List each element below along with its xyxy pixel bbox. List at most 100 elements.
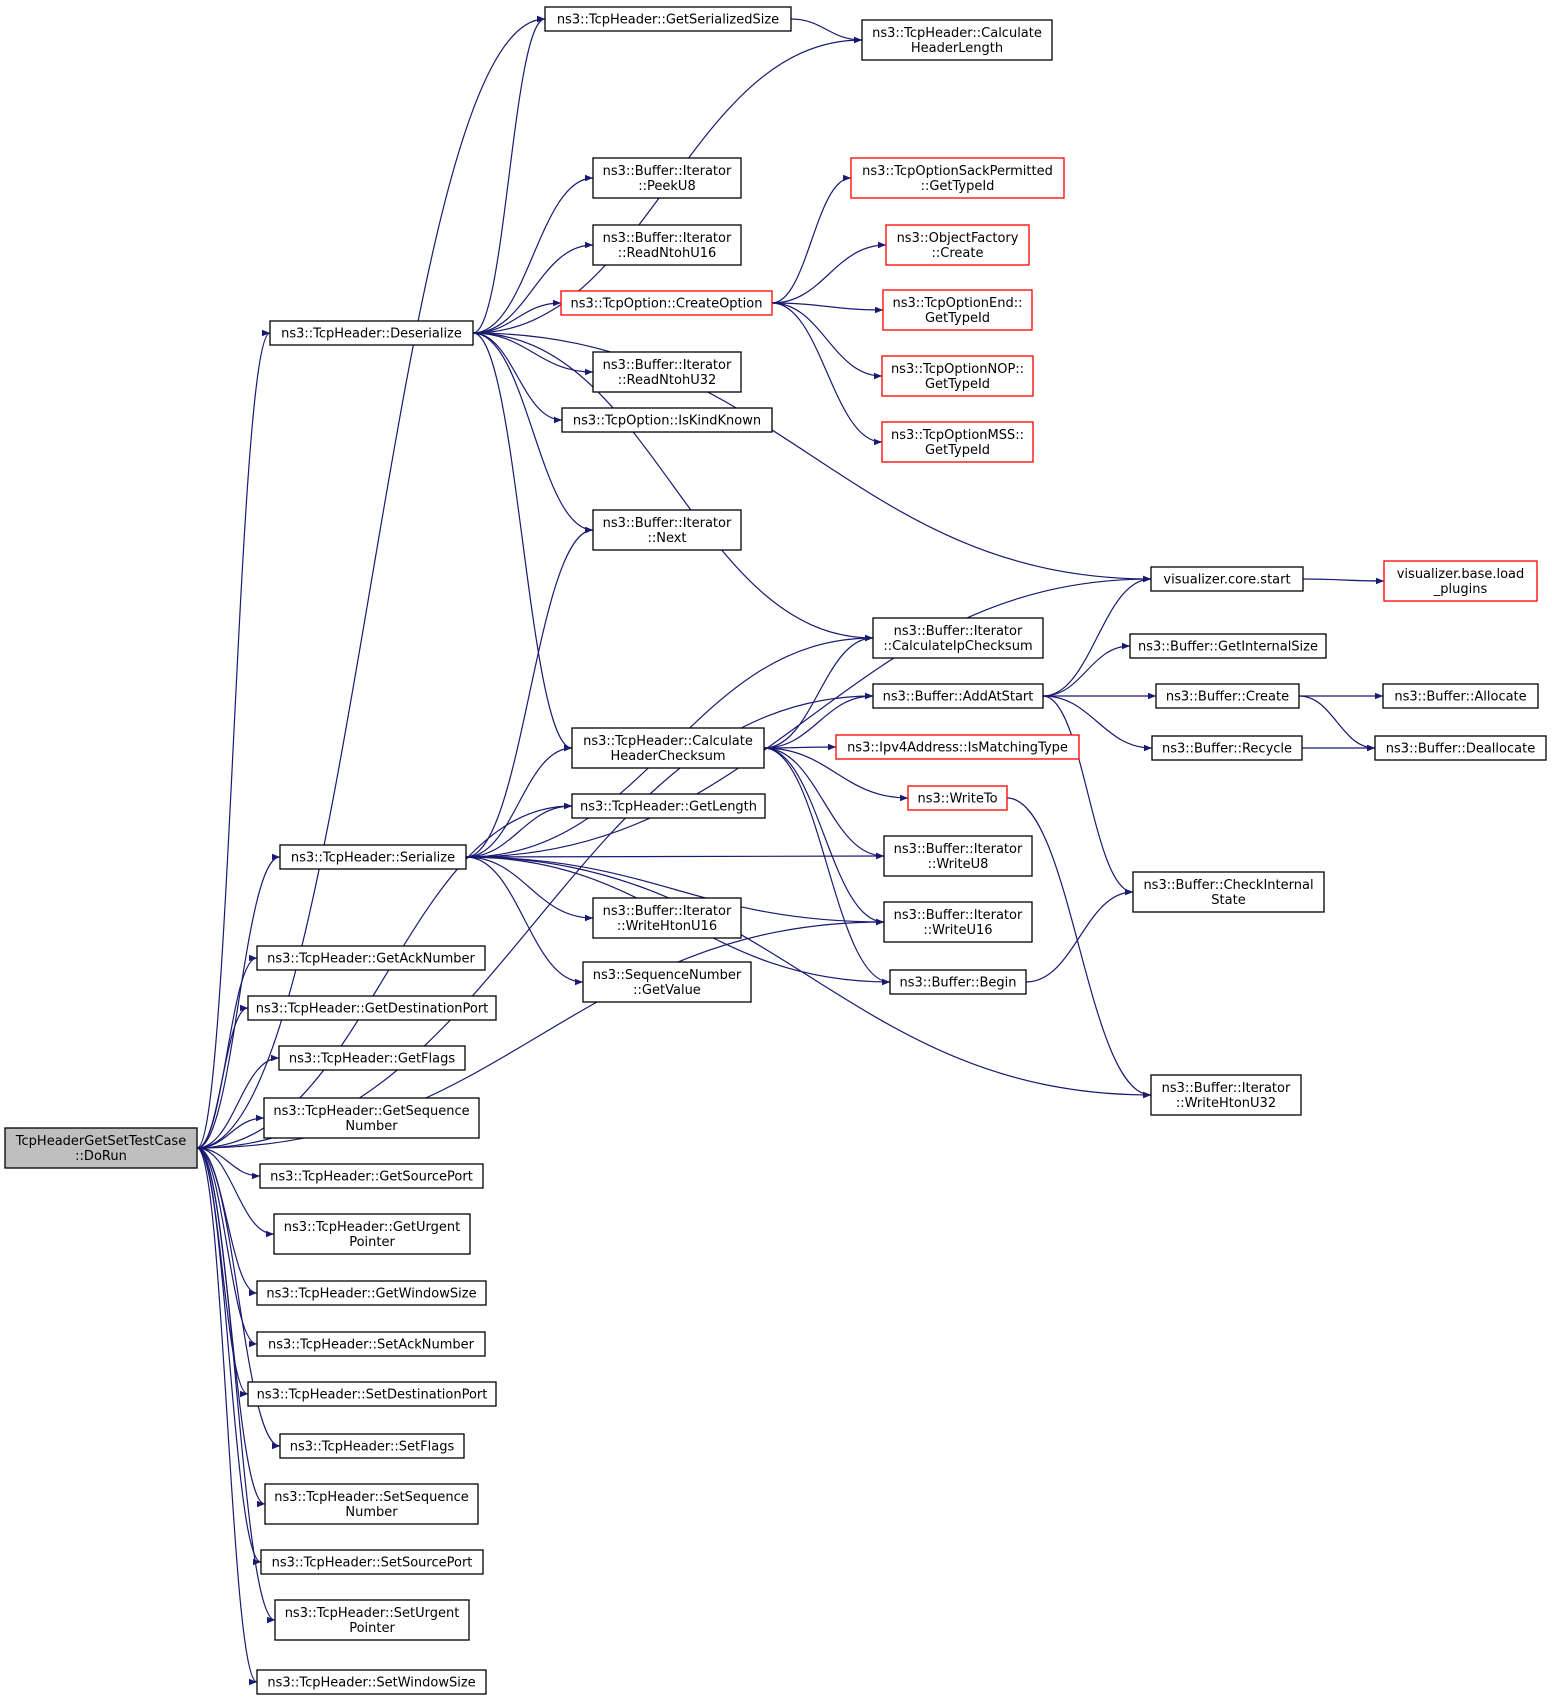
node-setwindowsize[interactable]: ns3::TcpHeader::SetWindowSize xyxy=(256,1669,487,1695)
node-box[interactable] xyxy=(273,1213,471,1255)
node-objectfactory[interactable]: ns3::ObjectFactory::Create xyxy=(885,224,1030,266)
node-box[interactable] xyxy=(1129,633,1327,659)
node-getdestport[interactable]: ns3::TcpHeader::GetDestinationPort xyxy=(247,995,497,1021)
node-getinternalsize[interactable]: ns3::Buffer::GetInternalSize xyxy=(1129,633,1327,659)
node-box[interactable] xyxy=(4,1127,198,1169)
node-readntohu32[interactable]: ns3::Buffer::Iterator::ReadNtohU32 xyxy=(592,351,742,393)
node-box[interactable] xyxy=(263,1097,480,1139)
node-next[interactable]: ns3::Buffer::Iterator::Next xyxy=(592,509,742,551)
node-box[interactable] xyxy=(582,961,752,1003)
node-box[interactable] xyxy=(907,785,1008,811)
node-box[interactable] xyxy=(278,1045,466,1071)
node-deallocate[interactable]: ns3::Buffer::Deallocate xyxy=(1374,735,1547,761)
node-loadplugins[interactable]: visualizer.base.load_plugins xyxy=(1383,560,1538,602)
node-writeu16[interactable]: ns3::Buffer::Iterator::WriteU16 xyxy=(883,901,1033,943)
node-box[interactable] xyxy=(592,351,742,393)
node-box[interactable] xyxy=(872,683,1044,709)
node-box[interactable] xyxy=(274,1599,470,1641)
node-box[interactable] xyxy=(1374,735,1547,761)
node-deserialize[interactable]: ns3::TcpHeader::Deserialize xyxy=(269,320,474,346)
node-getsourceport[interactable]: ns3::TcpHeader::GetSourcePort xyxy=(259,1163,484,1189)
node-box[interactable] xyxy=(269,320,474,346)
node-box[interactable] xyxy=(264,1483,479,1525)
node-box[interactable] xyxy=(1383,560,1538,602)
node-optnop[interactable]: ns3::TcpOptionNOP::GetTypeId xyxy=(881,355,1034,397)
node-box[interactable] xyxy=(571,793,766,819)
node-getacknumber[interactable]: ns3::TcpHeader::GetAckNumber xyxy=(256,945,486,971)
node-box[interactable] xyxy=(1150,566,1304,592)
node-serialize[interactable]: ns3::TcpHeader::Serialize xyxy=(279,844,467,870)
node-vizstart[interactable]: visualizer.core.start xyxy=(1150,566,1304,592)
node-box[interactable] xyxy=(592,897,742,939)
node-setdestport[interactable]: ns3::TcpHeader::SetDestinationPort xyxy=(247,1381,497,1407)
node-sackpermitted[interactable]: ns3::TcpOptionSackPermitted::GetTypeId xyxy=(850,157,1065,199)
node-box[interactable] xyxy=(1155,683,1300,709)
node-calcipchecksum[interactable]: ns3::Buffer::Iterator::CalculateIpChecks… xyxy=(872,617,1044,659)
node-optmss[interactable]: ns3::TcpOptionMSS::GetTypeId xyxy=(881,421,1034,463)
node-box[interactable] xyxy=(1132,871,1325,913)
node-box[interactable] xyxy=(872,617,1044,659)
node-box[interactable] xyxy=(259,1163,484,1189)
node-box[interactable] xyxy=(279,844,467,870)
node-writeu8[interactable]: ns3::Buffer::Iterator::WriteU8 xyxy=(883,835,1033,877)
node-setacknumber[interactable]: ns3::TcpHeader::SetAckNumber xyxy=(256,1331,486,1357)
node-bufcreate[interactable]: ns3::Buffer::Create xyxy=(1155,683,1300,709)
node-box[interactable] xyxy=(560,290,773,316)
node-writehtonu16[interactable]: ns3::Buffer::Iterator::WriteHtonU16 xyxy=(592,897,742,939)
node-box[interactable] xyxy=(592,224,742,266)
node-box[interactable] xyxy=(1150,1074,1302,1116)
node-box[interactable] xyxy=(247,995,497,1021)
node-box[interactable] xyxy=(544,6,792,32)
node-setsourceport[interactable]: ns3::TcpHeader::SetSourcePort xyxy=(260,1549,484,1575)
node-box[interactable] xyxy=(889,969,1027,995)
node-box[interactable] xyxy=(256,945,486,971)
node-bufbegin[interactable]: ns3::Buffer::Begin xyxy=(889,969,1027,995)
node-ismatchingtype[interactable]: ns3::Ipv4Address::IsMatchingType xyxy=(835,734,1080,760)
node-getflags[interactable]: ns3::TcpHeader::GetFlags xyxy=(278,1045,466,1071)
node-box[interactable] xyxy=(881,355,1034,397)
node-box[interactable] xyxy=(883,835,1033,877)
node-box[interactable] xyxy=(1151,735,1303,761)
node-box[interactable] xyxy=(885,224,1030,266)
node-writeto[interactable]: ns3::WriteTo xyxy=(907,785,1008,811)
node-peeku8[interactable]: ns3::Buffer::Iterator::PeekU8 xyxy=(592,157,742,199)
node-box[interactable] xyxy=(1382,683,1539,709)
node-box[interactable] xyxy=(279,1433,465,1459)
node-getlength[interactable]: ns3::TcpHeader::GetLength xyxy=(571,793,766,819)
node-root[interactable]: TcpHeaderGetSetTestCase::DoRun xyxy=(4,1127,198,1169)
node-getserializedsize[interactable]: ns3::TcpHeader::GetSerializedSize xyxy=(544,6,792,32)
node-box[interactable] xyxy=(247,1381,497,1407)
node-readntohu16[interactable]: ns3::Buffer::Iterator::ReadNtohU16 xyxy=(592,224,742,266)
node-addatstart[interactable]: ns3::Buffer::AddAtStart xyxy=(872,683,1044,709)
node-box[interactable] xyxy=(881,421,1034,463)
node-box[interactable] xyxy=(592,509,742,551)
node-box[interactable] xyxy=(592,157,742,199)
node-iskindknown[interactable]: ns3::TcpOption::IsKindKnown xyxy=(561,407,773,433)
node-box[interactable] xyxy=(256,1280,487,1306)
node-getwindowsize[interactable]: ns3::TcpHeader::GetWindowSize xyxy=(256,1280,487,1306)
node-box[interactable] xyxy=(571,727,765,769)
node-seqgetvalue[interactable]: ns3::SequenceNumber::GetValue xyxy=(582,961,752,1003)
node-box[interactable] xyxy=(882,289,1033,331)
node-box[interactable] xyxy=(260,1549,484,1575)
node-box[interactable] xyxy=(883,901,1033,943)
node-box[interactable] xyxy=(861,19,1053,61)
node-box[interactable] xyxy=(256,1331,486,1357)
node-writehtonu32[interactable]: ns3::Buffer::Iterator::WriteHtonU32 xyxy=(1150,1074,1302,1116)
node-createoption[interactable]: ns3::TcpOption::CreateOption xyxy=(560,290,773,316)
node-setflags[interactable]: ns3::TcpHeader::SetFlags xyxy=(279,1433,465,1459)
node-box[interactable] xyxy=(835,734,1080,760)
node-recycle[interactable]: ns3::Buffer::Recycle xyxy=(1151,735,1303,761)
node-optend[interactable]: ns3::TcpOptionEnd::GetTypeId xyxy=(882,289,1033,331)
node-box[interactable] xyxy=(561,407,773,433)
node-box[interactable] xyxy=(850,157,1065,199)
node-box[interactable] xyxy=(256,1669,487,1695)
node-allocate[interactable]: ns3::Buffer::Allocate xyxy=(1382,683,1539,709)
